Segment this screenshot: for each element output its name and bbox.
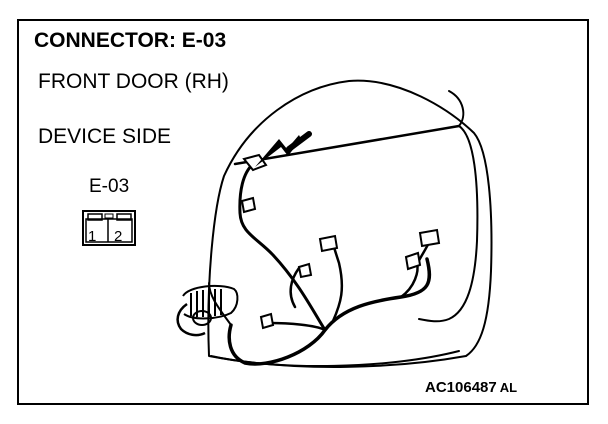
harness-main (227, 257, 432, 366)
door-wiring-illustration (82, 79, 493, 368)
window-belt-line (233, 124, 461, 166)
page-title: CONNECTOR: E-03 (34, 29, 227, 52)
connector-lower-middle (297, 262, 313, 279)
harness-branch-upper (238, 162, 327, 332)
harness-branch-bottom (267, 321, 327, 332)
location-label: FRONT DOOR (RH) (38, 70, 229, 93)
grommet-body (182, 284, 239, 320)
harness-exit-lead (176, 302, 206, 337)
door-outline (207, 79, 493, 368)
inner-panel-outline (418, 125, 479, 323)
connector-right-mid (404, 251, 422, 271)
figure-code-number: AC106487 (425, 379, 497, 396)
connector-bottom (259, 312, 275, 330)
connector-right-top (418, 228, 441, 248)
diagram-frame: CONNECTOR: E-03 FRONT DOOR (RH) DEVICE S… (17, 19, 589, 405)
view-side-label: DEVICE SIDE (38, 125, 172, 148)
connector-face-symbol (82, 210, 136, 246)
connector-upper-left (240, 196, 257, 214)
harness-branch-middle (329, 237, 344, 323)
window-frame-line (448, 90, 465, 127)
harness-branch-lower (289, 266, 301, 309)
grommet-ring (192, 310, 212, 326)
connector-e03-on-door (242, 153, 268, 172)
connector-middle (318, 234, 339, 253)
figure-code-suffix: AL (499, 380, 518, 395)
pointer-arrow (255, 131, 312, 167)
pin-number-2: 2 (114, 228, 123, 245)
connector-label: E-03 (89, 176, 130, 197)
pin-number-1: 1 (88, 228, 97, 245)
